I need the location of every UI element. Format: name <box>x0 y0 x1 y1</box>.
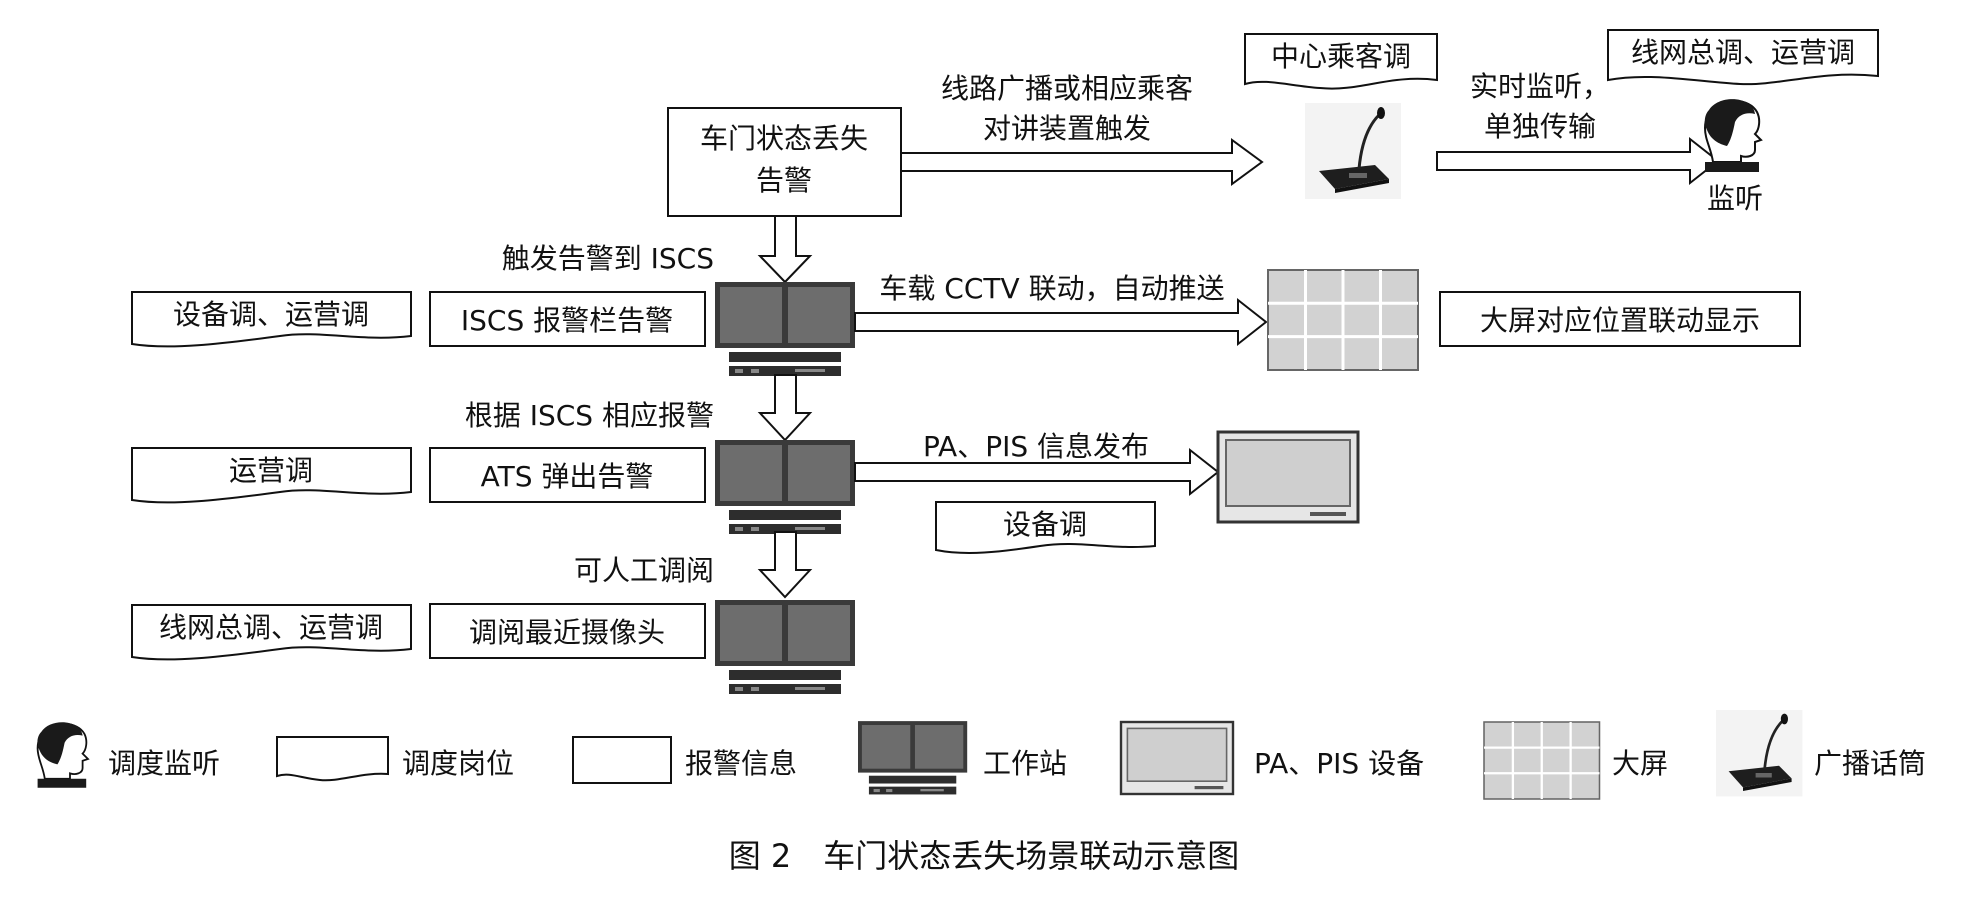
legend-dispatcher-head-icon <box>36 721 89 789</box>
per-iscs-label: 根据 ISCS 相应报警 <box>465 399 714 432</box>
legend-big-screen-icon <box>1482 720 1601 801</box>
legend-broadcast-mic-icon <box>1714 708 1804 798</box>
big-screen-label: 大屏对应位置联动显示 <box>1480 304 1760 337</box>
legend-label-alarm-info: 报警信息 <box>685 747 797 780</box>
post-ops-label: 运营调 <box>229 454 313 487</box>
cctv-push-label: 车载 CCTV 联动，自动推送 <box>879 272 1224 305</box>
arrow-to-big-screen <box>854 297 1268 347</box>
workstation-ats <box>715 440 855 534</box>
arrow-down-to-ats <box>757 374 813 442</box>
broadcast-trigger-line1: 线路广播或相应乘客 <box>941 72 1193 105</box>
big-screen-display-box <box>1439 291 1801 347</box>
legend-label-pa-pis: PA、PIS 设备 <box>1254 747 1424 780</box>
workstation-camera <box>715 600 855 694</box>
alarm-box-camera <box>429 603 706 659</box>
legend-workstation-icon <box>858 721 968 795</box>
dispatcher-head-icon <box>1703 98 1762 173</box>
legend-post-wave-icon <box>276 736 389 782</box>
iscs-alarm-label: ISCS 报警栏告警 <box>461 304 673 337</box>
post-network-ops-bottom <box>131 604 412 661</box>
legend-label-big-screen: 大屏 <box>1612 747 1668 780</box>
arrow-down-to-camera <box>757 531 813 599</box>
alarm-text-line2: 告警 <box>756 164 812 197</box>
manual-review-label: 可人工调阅 <box>574 554 714 587</box>
realtime-monitor-line2: 单独传输 <box>1484 110 1596 143</box>
legend-label-workstation: 工作站 <box>983 747 1067 780</box>
listen-label: 监听 <box>1707 182 1763 215</box>
broadcast-trigger-line2: 对讲装置触发 <box>983 112 1151 145</box>
post-equip-label: 设备调 <box>1003 508 1087 541</box>
post-equip <box>935 501 1156 554</box>
post-equip-ops-label: 设备调、运营调 <box>173 298 369 331</box>
post-center-passenger <box>1244 33 1438 90</box>
figure-caption: 图 2 车门状态丢失场景联动示意图 <box>729 837 1240 875</box>
legend-label-broadcast-mic: 广播话筒 <box>1814 747 1926 780</box>
post-center-passenger-label: 中心乘客调 <box>1271 40 1411 73</box>
recent-camera-label: 调阅最近摄像头 <box>469 616 665 649</box>
post-network-ops-bottom-label: 线网总调、运营调 <box>159 611 383 644</box>
legend-label-dispatcher-post: 调度岗位 <box>402 747 514 780</box>
legend-pa-pis-device-icon <box>1119 720 1235 796</box>
alarm-box-iscs <box>429 291 706 347</box>
pa-pis-label: PA、PIS 信息发布 <box>923 430 1149 463</box>
broadcast-mic-icon <box>1303 101 1403 201</box>
post-ops <box>131 447 412 504</box>
alarm-box-ats <box>429 447 706 503</box>
legend-label-dispatcher-listen: 调度监听 <box>108 747 220 780</box>
ats-alarm-label: ATS 弹出告警 <box>481 460 654 493</box>
legend-alarm-rect-icon <box>572 736 672 784</box>
arrow-to-listener <box>1436 136 1720 186</box>
arrow-down-to-iscs <box>757 215 813 284</box>
legend: 调度监听 调度岗位 报警信息 工作站 PA、PIS 设备 大屏 广播话筒 <box>36 708 1926 801</box>
big-screen-wall <box>1266 268 1420 372</box>
post-network-ops-top <box>1607 29 1879 86</box>
realtime-monitor-line1: 实时监听， <box>1470 70 1610 103</box>
arrow-to-broadcast <box>900 138 1264 186</box>
workstation-iscs <box>715 282 855 376</box>
arrow-to-pa-pis <box>854 447 1220 497</box>
post-equip-ops <box>131 291 412 348</box>
pa-pis-device <box>1216 430 1360 524</box>
alarm-text-line1: 车门状态丢失 <box>700 122 868 155</box>
trigger-iscs-label: 触发告警到 ISCS <box>502 242 714 275</box>
alarm-box-door-status-lost <box>667 107 902 217</box>
post-network-ops-top-label: 线网总调、运营调 <box>1631 36 1855 69</box>
